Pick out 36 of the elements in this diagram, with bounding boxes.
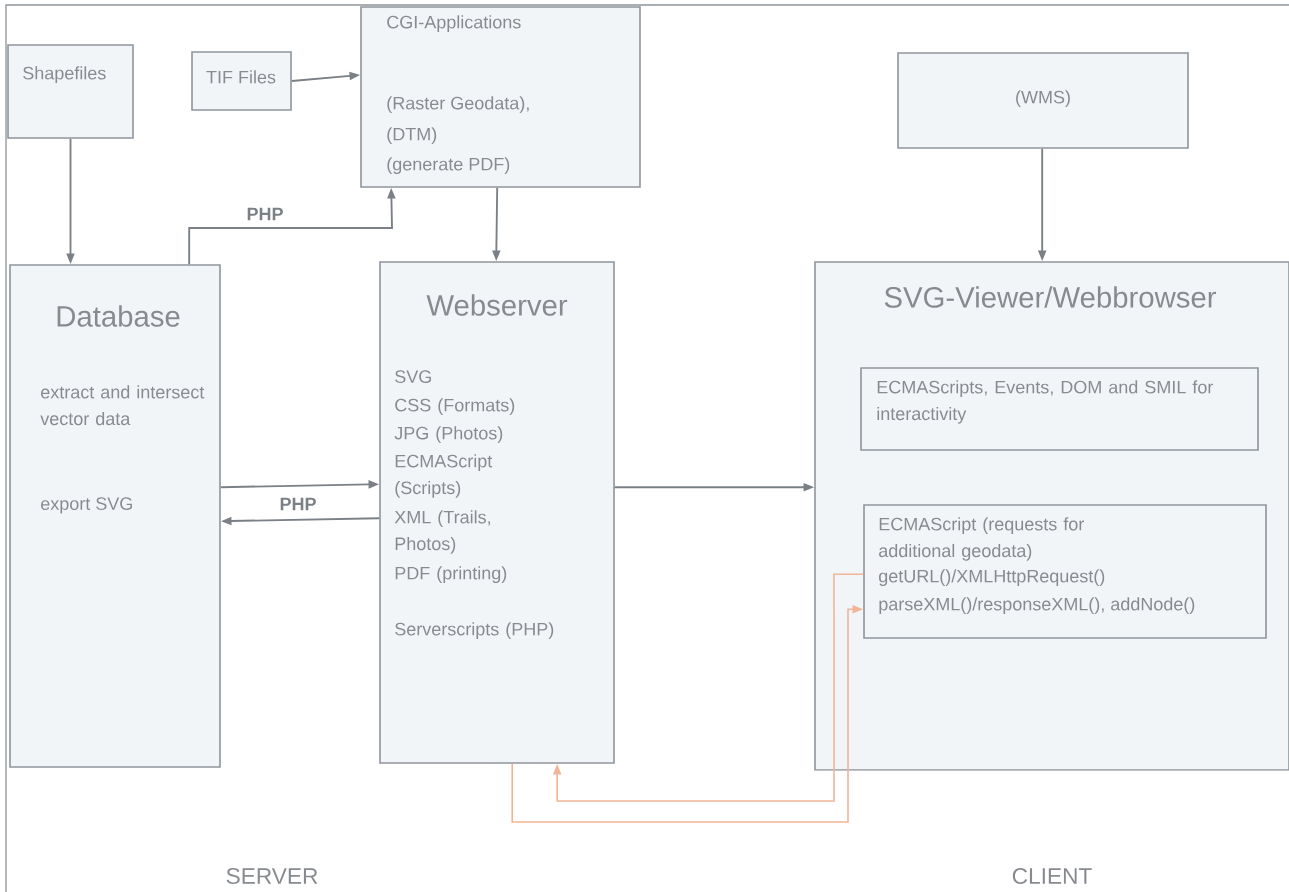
box-text: (WMS) [1016,90,1070,108]
box-text: (DTM) [387,127,437,145]
box-text: PDF (printing) [395,566,507,584]
arrow [552,573,864,802]
box-text: extract and intersect vector data [40,385,205,426]
process-box [7,44,134,139]
section-label: CLIENT [1012,867,1092,885]
box-text: TIF Files [206,70,276,84]
edge-label: PHP [245,206,285,222]
box-title: Webserver [426,294,568,316]
box-text: (generate PDF) [387,157,510,175]
box-text: ECMAScript (requests for additional geodata) [879,517,1084,561]
box-text: JPG (Photos) [394,426,503,444]
box-text: export SVG [41,497,132,514]
box-text: getURL()/XMLHttpRequest() [879,569,1105,587]
process-box [360,6,641,188]
box-text: (Raster Geodata), [387,96,529,114]
box-text: SVG [395,370,431,383]
box-text: ECMAScript (Scripts) [395,454,493,498]
section-label: SERVER [226,867,318,885]
process-box [9,264,221,768]
box-text: Shapefiles [23,66,106,84]
box-text: ECMAScripts, Events, DOM and SMIL for interactivity [877,380,1214,424]
process-box [863,504,1267,639]
box-text: CSS (Formats) [395,398,515,416]
edge-label: PHP [278,496,318,512]
process-box [379,261,615,764]
box-text: CGI-Applications [387,15,521,33]
process-box [897,52,1189,149]
box-text: parseXML()/responseXML(), addNode() [879,597,1195,615]
box-title: Database [57,305,180,327]
box-text: Serverscripts (PHP) [395,622,554,640]
box-text: XML (Trails, Photos) [394,510,490,554]
process-box [860,367,1259,451]
process-box [191,51,292,111]
box-title: SVG-Viewer/Webbrowser [884,286,1217,308]
